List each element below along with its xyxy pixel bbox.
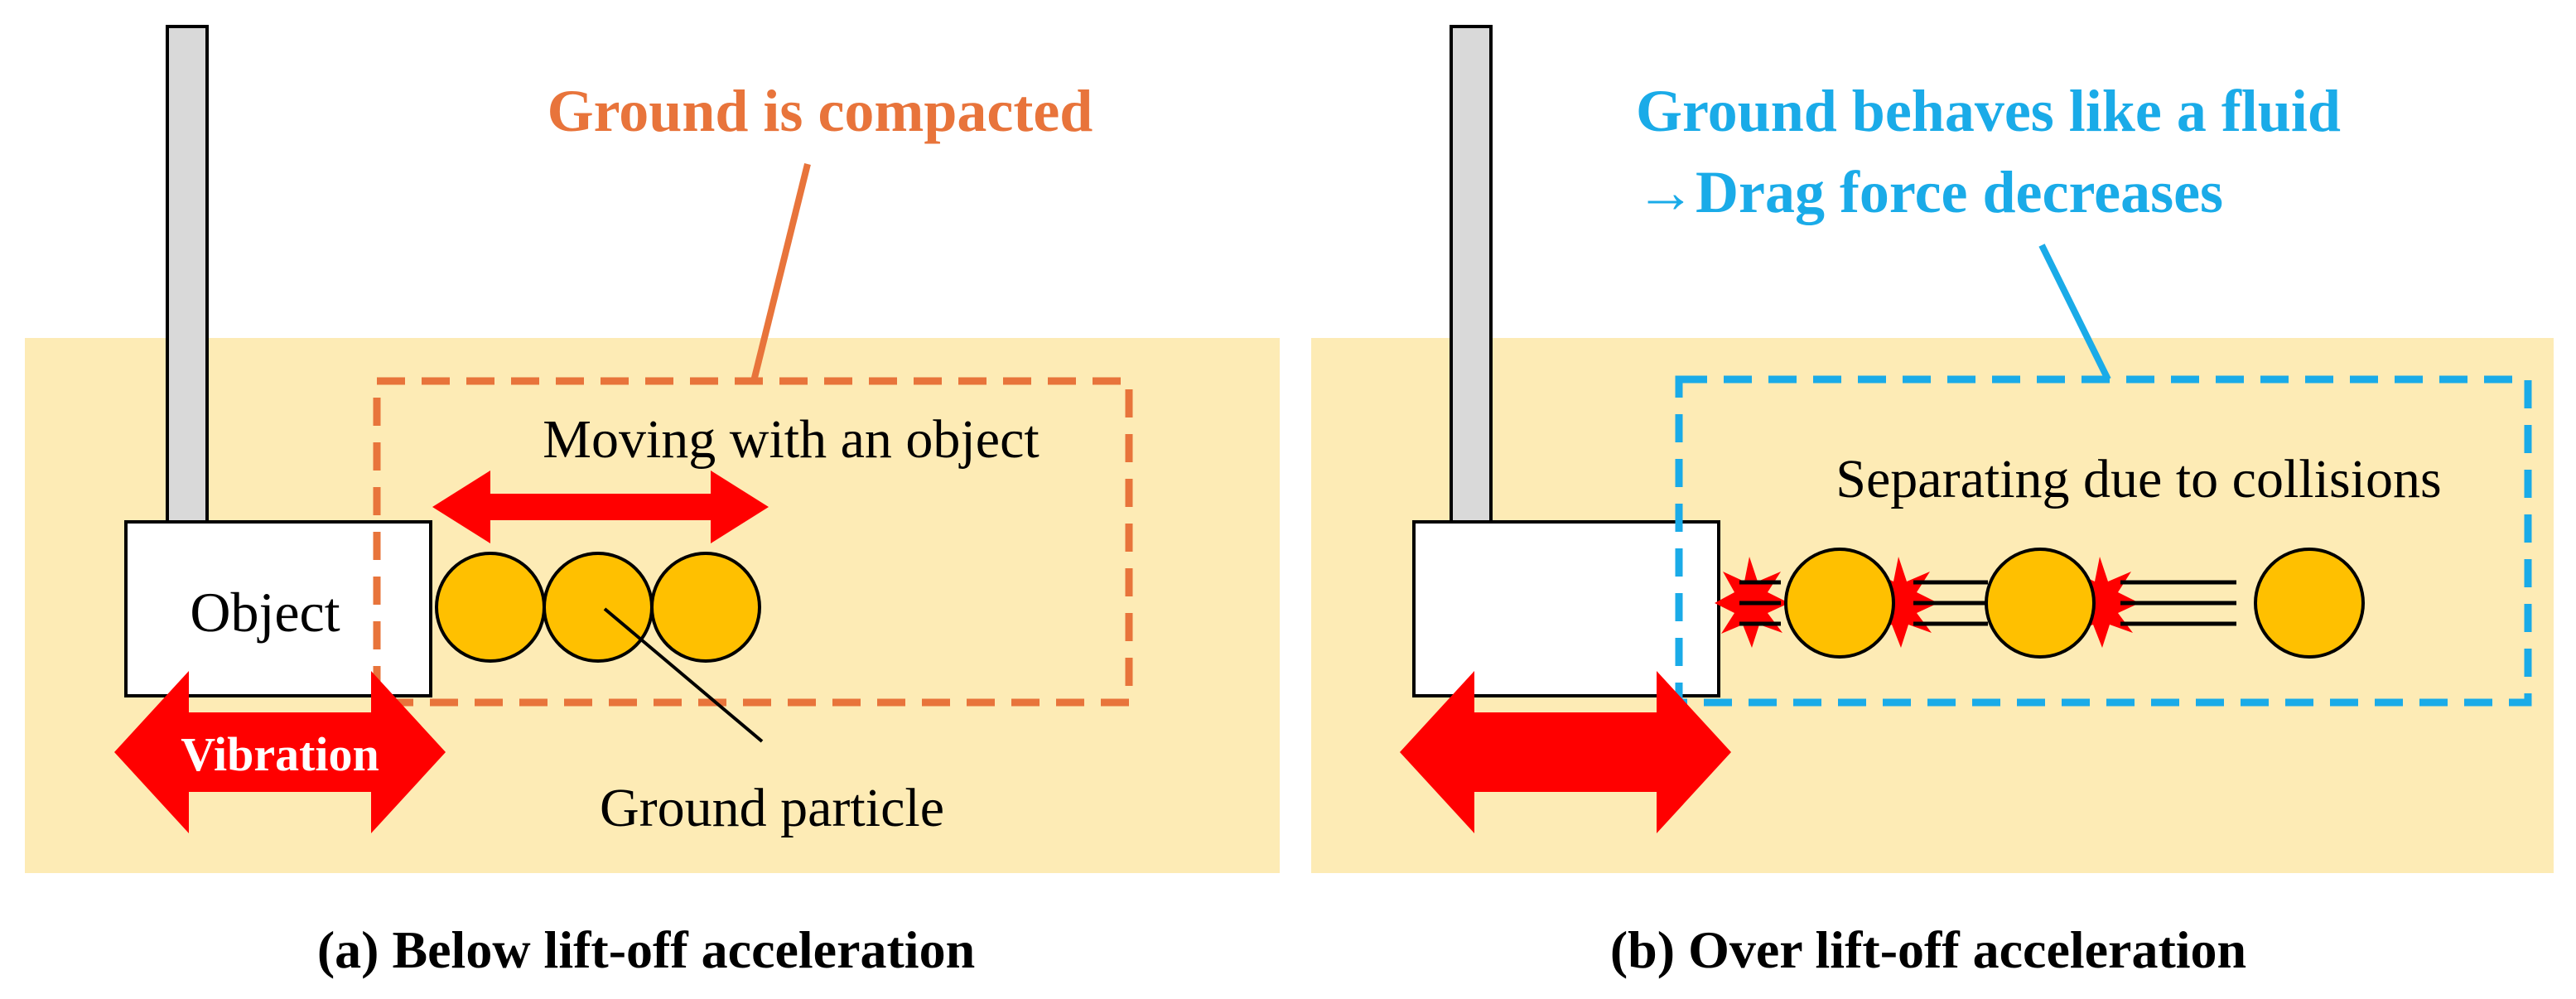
particle-b1 (1784, 548, 1895, 659)
title-leader-b (2038, 244, 2111, 381)
vibration-arrow-a (114, 671, 446, 833)
title-leader-a (750, 163, 811, 382)
particle-a1 (435, 552, 546, 663)
rod-a (166, 25, 209, 525)
moving-label: Moving with an object (543, 409, 1039, 470)
particle-leader (603, 607, 764, 743)
title-a: Ground is compacted (548, 78, 1093, 144)
fluid-region-box (1675, 375, 2532, 707)
particle-a2 (543, 552, 654, 663)
panel-a: Object Ground is compacted Moving with a… (25, 25, 1280, 979)
object-box-b (1412, 520, 1720, 697)
particle-a3 (650, 552, 761, 663)
caption-a: (a) Below lift-off acceleration (317, 920, 975, 979)
panel-b: Ground behaves like a fluid →Drag force … (1311, 25, 2554, 979)
particle-b2 (1985, 548, 2096, 659)
title-b-line1: Ground behaves like a fluid (1636, 78, 2341, 144)
particle-b3 (2254, 548, 2365, 659)
vibration-arrow-b (1400, 671, 1731, 833)
vibration-label: Vibration (181, 727, 379, 781)
caption-b: (b) Over lift-off acceleration (1610, 920, 2246, 979)
rod-b (1450, 25, 1493, 525)
object-label: Object (190, 581, 340, 644)
motion-lines (1739, 580, 2236, 626)
compacted-region-box (373, 377, 1133, 707)
title-b-line2: →Drag force decreases (1636, 159, 2223, 225)
moving-arrow (432, 471, 769, 543)
particle-label: Ground particle (600, 778, 944, 838)
separating-label: Separating due to collisions (1836, 449, 2441, 509)
